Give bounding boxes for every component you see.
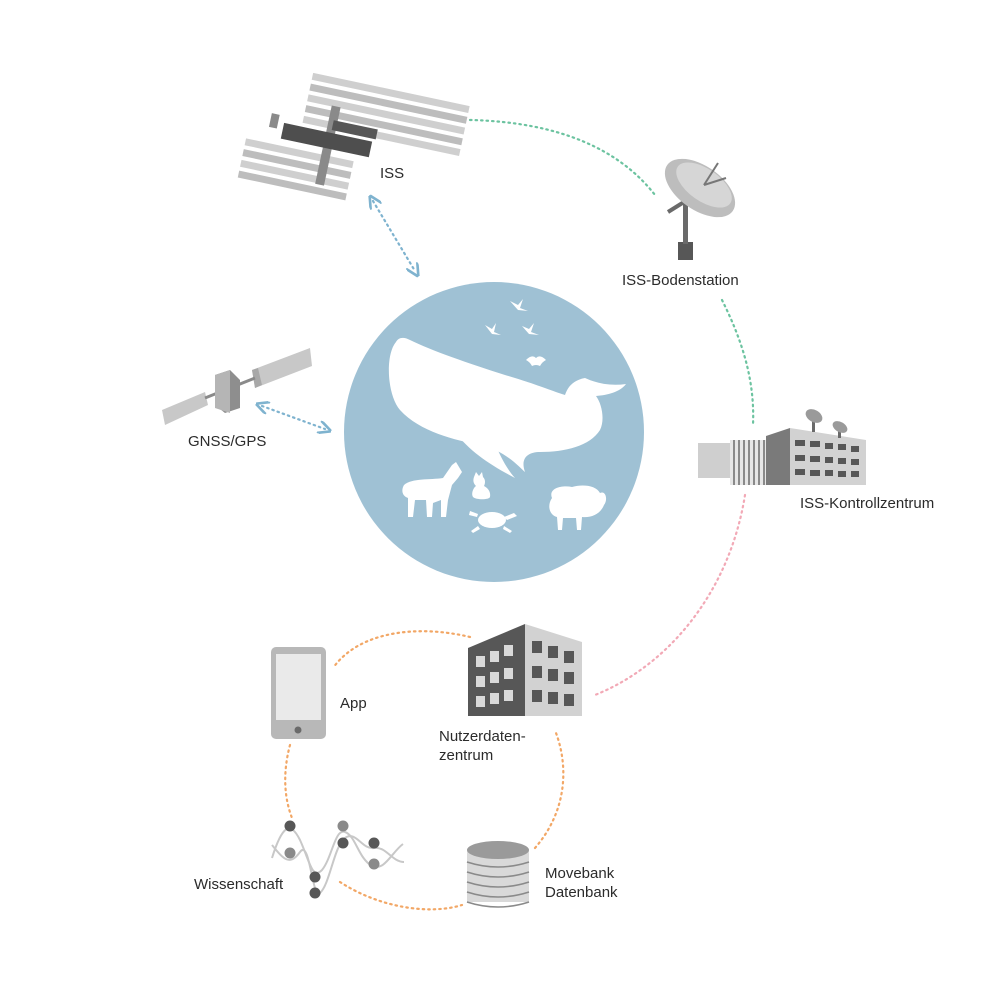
cat-silhouette: [472, 472, 491, 500]
smartphone-app-icon: [271, 647, 326, 739]
arrow-iss-animals: [373, 201, 415, 271]
label-science: Wissenschaft: [194, 876, 284, 893]
bird-2: [485, 323, 501, 335]
label-app: App: [340, 695, 367, 712]
iss-station-icon: [237, 72, 470, 201]
database-icon: [466, 841, 530, 908]
link-iss-groundstation: [468, 118, 657, 197]
label-iss: ISS: [380, 165, 404, 182]
bird-3: [522, 323, 539, 335]
bird-1: [510, 299, 528, 311]
animals-icon: [344, 282, 644, 582]
goat-silhouette: [402, 462, 462, 517]
link-science-database: [338, 880, 464, 911]
science-graph-icon: [271, 820, 405, 899]
label-control-center: ISS-Kontrollzentrum: [800, 495, 934, 512]
turtle-shell: [478, 512, 506, 528]
label-ground-station: ISS-Bodenstation: [622, 272, 739, 289]
label-movebank-1: Movebank: [545, 865, 615, 882]
control-center-building-icon: [698, 409, 866, 485]
data-center-building-icon: [468, 624, 582, 716]
link-app-science: [284, 743, 294, 820]
link-datacenter-app: [331, 630, 472, 670]
turtle-limbs: [469, 511, 517, 533]
ground-station-dish-icon: [664, 158, 736, 260]
link-control-datacenter: [593, 493, 747, 697]
gnss-satellite-icon: [162, 348, 312, 425]
label-movebank-2: Datenbank: [545, 884, 618, 901]
arrow-gnss-animals: [262, 406, 325, 429]
link-database-datacenter: [533, 731, 565, 850]
label-gnss: GNSS/GPS: [188, 433, 266, 450]
link-groundstation-control: [720, 298, 755, 427]
whale-fin: [455, 432, 515, 478]
sheep-silhouette: [549, 485, 607, 530]
label-user-data-center-1: Nutzerdaten-: [439, 728, 526, 745]
label-user-data-center-2: zentrum: [439, 747, 493, 764]
whale-silhouette: [388, 337, 626, 472]
bat: [526, 356, 546, 366]
